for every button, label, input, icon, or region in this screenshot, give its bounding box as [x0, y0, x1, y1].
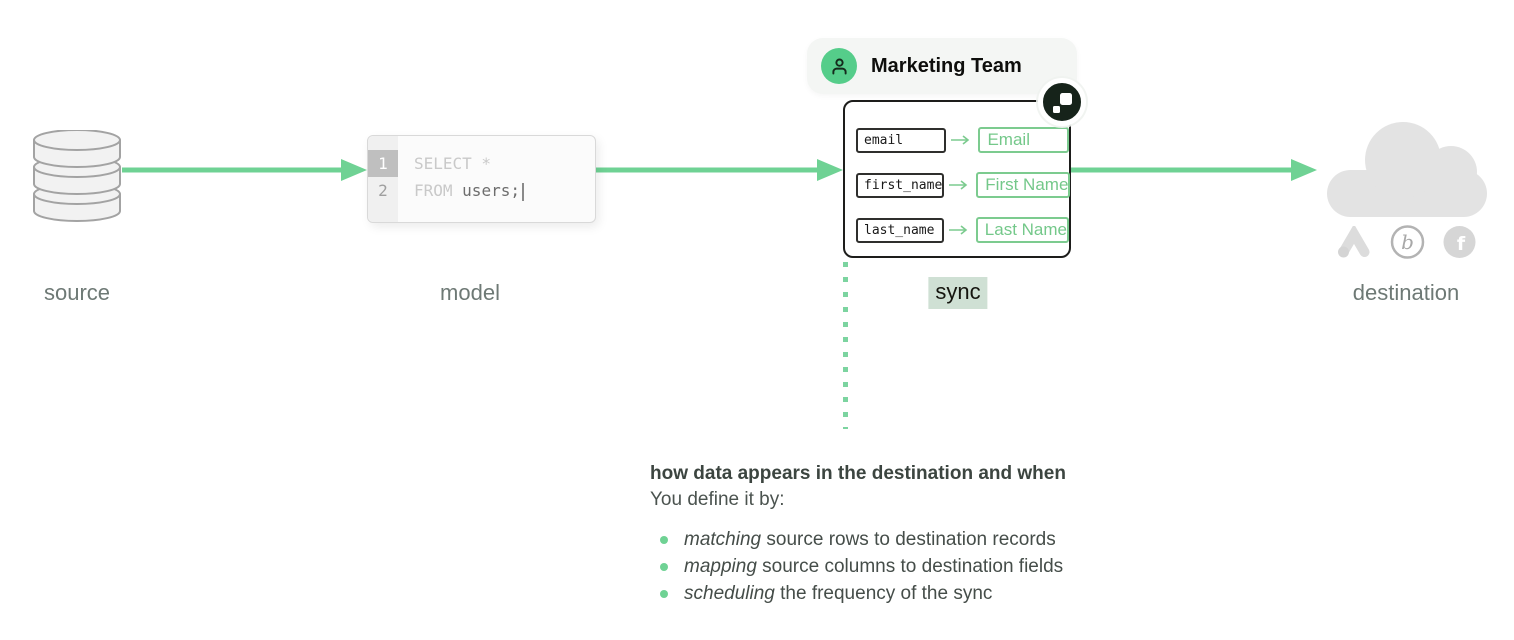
- sql-code: SELECT * FROM users;: [414, 150, 524, 204]
- team-pill: Marketing Team: [807, 38, 1077, 94]
- bullet-text: source columns to destination fields: [756, 556, 1064, 577]
- google-ads-icon: [1338, 225, 1370, 257]
- mapping-row: first_name First Name: [856, 172, 1071, 198]
- bullet-dot: [660, 590, 668, 598]
- stage-label-model: model: [440, 280, 500, 305]
- bullet-text: source rows to destination records: [761, 529, 1056, 550]
- database-icon: [33, 130, 121, 222]
- info-heading: how data appears in the destination and …: [650, 463, 1066, 484]
- avatar: [821, 48, 857, 84]
- info-block: how data appears in the destination and …: [650, 463, 1250, 607]
- destination-field: First Name: [976, 172, 1071, 198]
- sql-text: SELECT *: [414, 154, 492, 173]
- info-subheading: You define it by:: [650, 489, 785, 510]
- bullet-term: scheduling: [684, 583, 775, 604]
- source-column: first_name: [856, 172, 945, 198]
- line-number: 1: [368, 150, 398, 177]
- source-column: last_name: [856, 217, 944, 243]
- sql-line-2: FROM users;: [414, 177, 524, 204]
- text-cursor: [521, 182, 524, 201]
- bullet-term: matching: [684, 529, 762, 550]
- list-item: mapping source columns to destination fi…: [650, 553, 1250, 580]
- destination-logos: b f: [1336, 224, 1477, 260]
- map-arrow-icon: [949, 180, 968, 190]
- stage-label-destination: destination: [1352, 280, 1460, 305]
- sql-text: users;: [462, 181, 520, 200]
- cloud-icon: [1327, 122, 1487, 217]
- facebook-glyph: f: [1457, 233, 1466, 255]
- destination-field: Last Name: [975, 217, 1069, 243]
- arrow-sync-to-destination: [1071, 159, 1317, 181]
- stage-label-source: source: [43, 280, 111, 305]
- braze-glyph: b: [1401, 230, 1414, 254]
- bullet-term: mapping: [684, 556, 757, 577]
- stage-label-sync: sync: [928, 277, 988, 309]
- line-number-gutter: 1 2: [368, 136, 398, 222]
- source-column: email: [856, 127, 947, 153]
- mapping-row: email Email: [856, 127, 1069, 153]
- sql-keyword: FROM: [414, 181, 463, 200]
- bullet-dot: [660, 536, 668, 544]
- map-arrow-icon: [948, 225, 968, 235]
- bullet-text: the frequency of the sync: [774, 583, 993, 604]
- user-icon: [831, 58, 847, 74]
- list-item: scheduling the frequency of the sync: [650, 580, 1250, 607]
- sql-line-1: SELECT *: [414, 150, 524, 177]
- map-arrow-icon: [951, 135, 970, 145]
- destination-field: Email: [978, 127, 1069, 153]
- hightouch-icon: [1053, 93, 1072, 113]
- braze-icon: b: [1390, 225, 1425, 259]
- dotted-connector: [843, 262, 848, 429]
- sql-model-box: 1 2 SELECT * FROM users;: [367, 135, 596, 223]
- team-name: Marketing Team: [871, 54, 1022, 77]
- arrow-source-to-model: [122, 159, 367, 181]
- hightouch-logo-badge: [1038, 78, 1086, 126]
- bullet-dot: [660, 563, 668, 571]
- facebook-icon: f: [1443, 226, 1476, 258]
- mapping-row: last_name Last Name: [856, 217, 1069, 243]
- sync-card: email Email first_name First Name last_n…: [843, 100, 1071, 258]
- line-number: 2: [378, 181, 388, 200]
- arrow-model-to-sync: [596, 159, 843, 181]
- list-item: matching source rows to destination reco…: [650, 526, 1250, 553]
- info-list: matching source rows to destination reco…: [650, 526, 1250, 607]
